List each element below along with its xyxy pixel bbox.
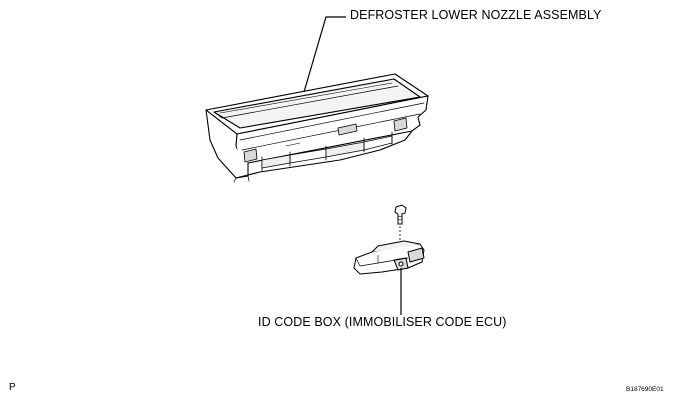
figure-code: B187690E01 [626,386,664,393]
defroster-leader-line [303,16,346,93]
bolt-drawing [394,204,407,225]
defroster-nozzle-label: DEFROSTER LOWER NOZZLE ASSEMBLY [350,8,602,22]
defroster-nozzle-drawing [205,73,429,183]
id-code-box-label: ID CODE BOX (IMMOBILISER CODE ECU) [258,315,507,329]
page-marker: P [9,382,16,393]
id-code-box-drawing [353,240,425,275]
